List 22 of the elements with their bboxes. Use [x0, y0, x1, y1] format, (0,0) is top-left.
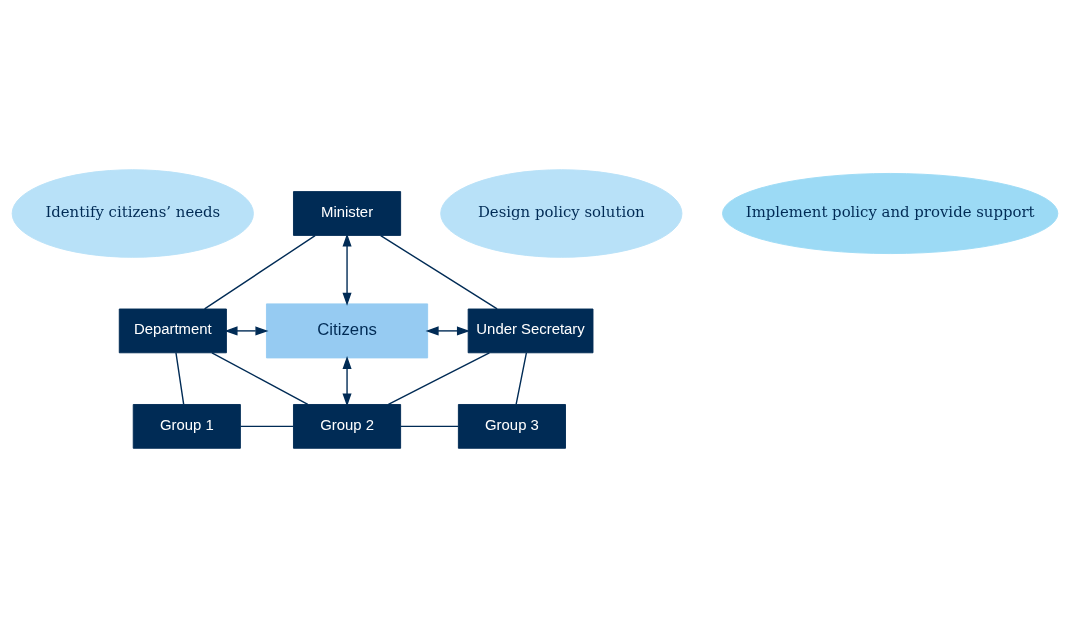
node-box: Department [118, 308, 227, 353]
connector [400, 425, 459, 427]
connector [380, 234, 498, 310]
node-ellipse: Design policy solution [440, 168, 683, 258]
connector [203, 234, 316, 310]
node-box: Group 1 [132, 403, 241, 449]
node-ellipse: Implement policy and provide support [722, 172, 1059, 254]
arrow [342, 233, 352, 306]
arrow [342, 355, 352, 406]
connector [211, 351, 309, 405]
node-box: Group 2 [293, 403, 402, 449]
node-box: Group 3 [457, 403, 566, 449]
arrow [425, 325, 470, 335]
connector [515, 351, 528, 405]
node-box: Minister [293, 190, 402, 236]
node-ellipse: Identify citizens’ needs [11, 168, 254, 258]
connector [239, 425, 295, 427]
connector [387, 351, 491, 405]
node-box: Under Secretary [467, 308, 594, 353]
node-box: Citizens [266, 302, 429, 358]
arrow [224, 325, 269, 335]
connector [175, 351, 185, 405]
